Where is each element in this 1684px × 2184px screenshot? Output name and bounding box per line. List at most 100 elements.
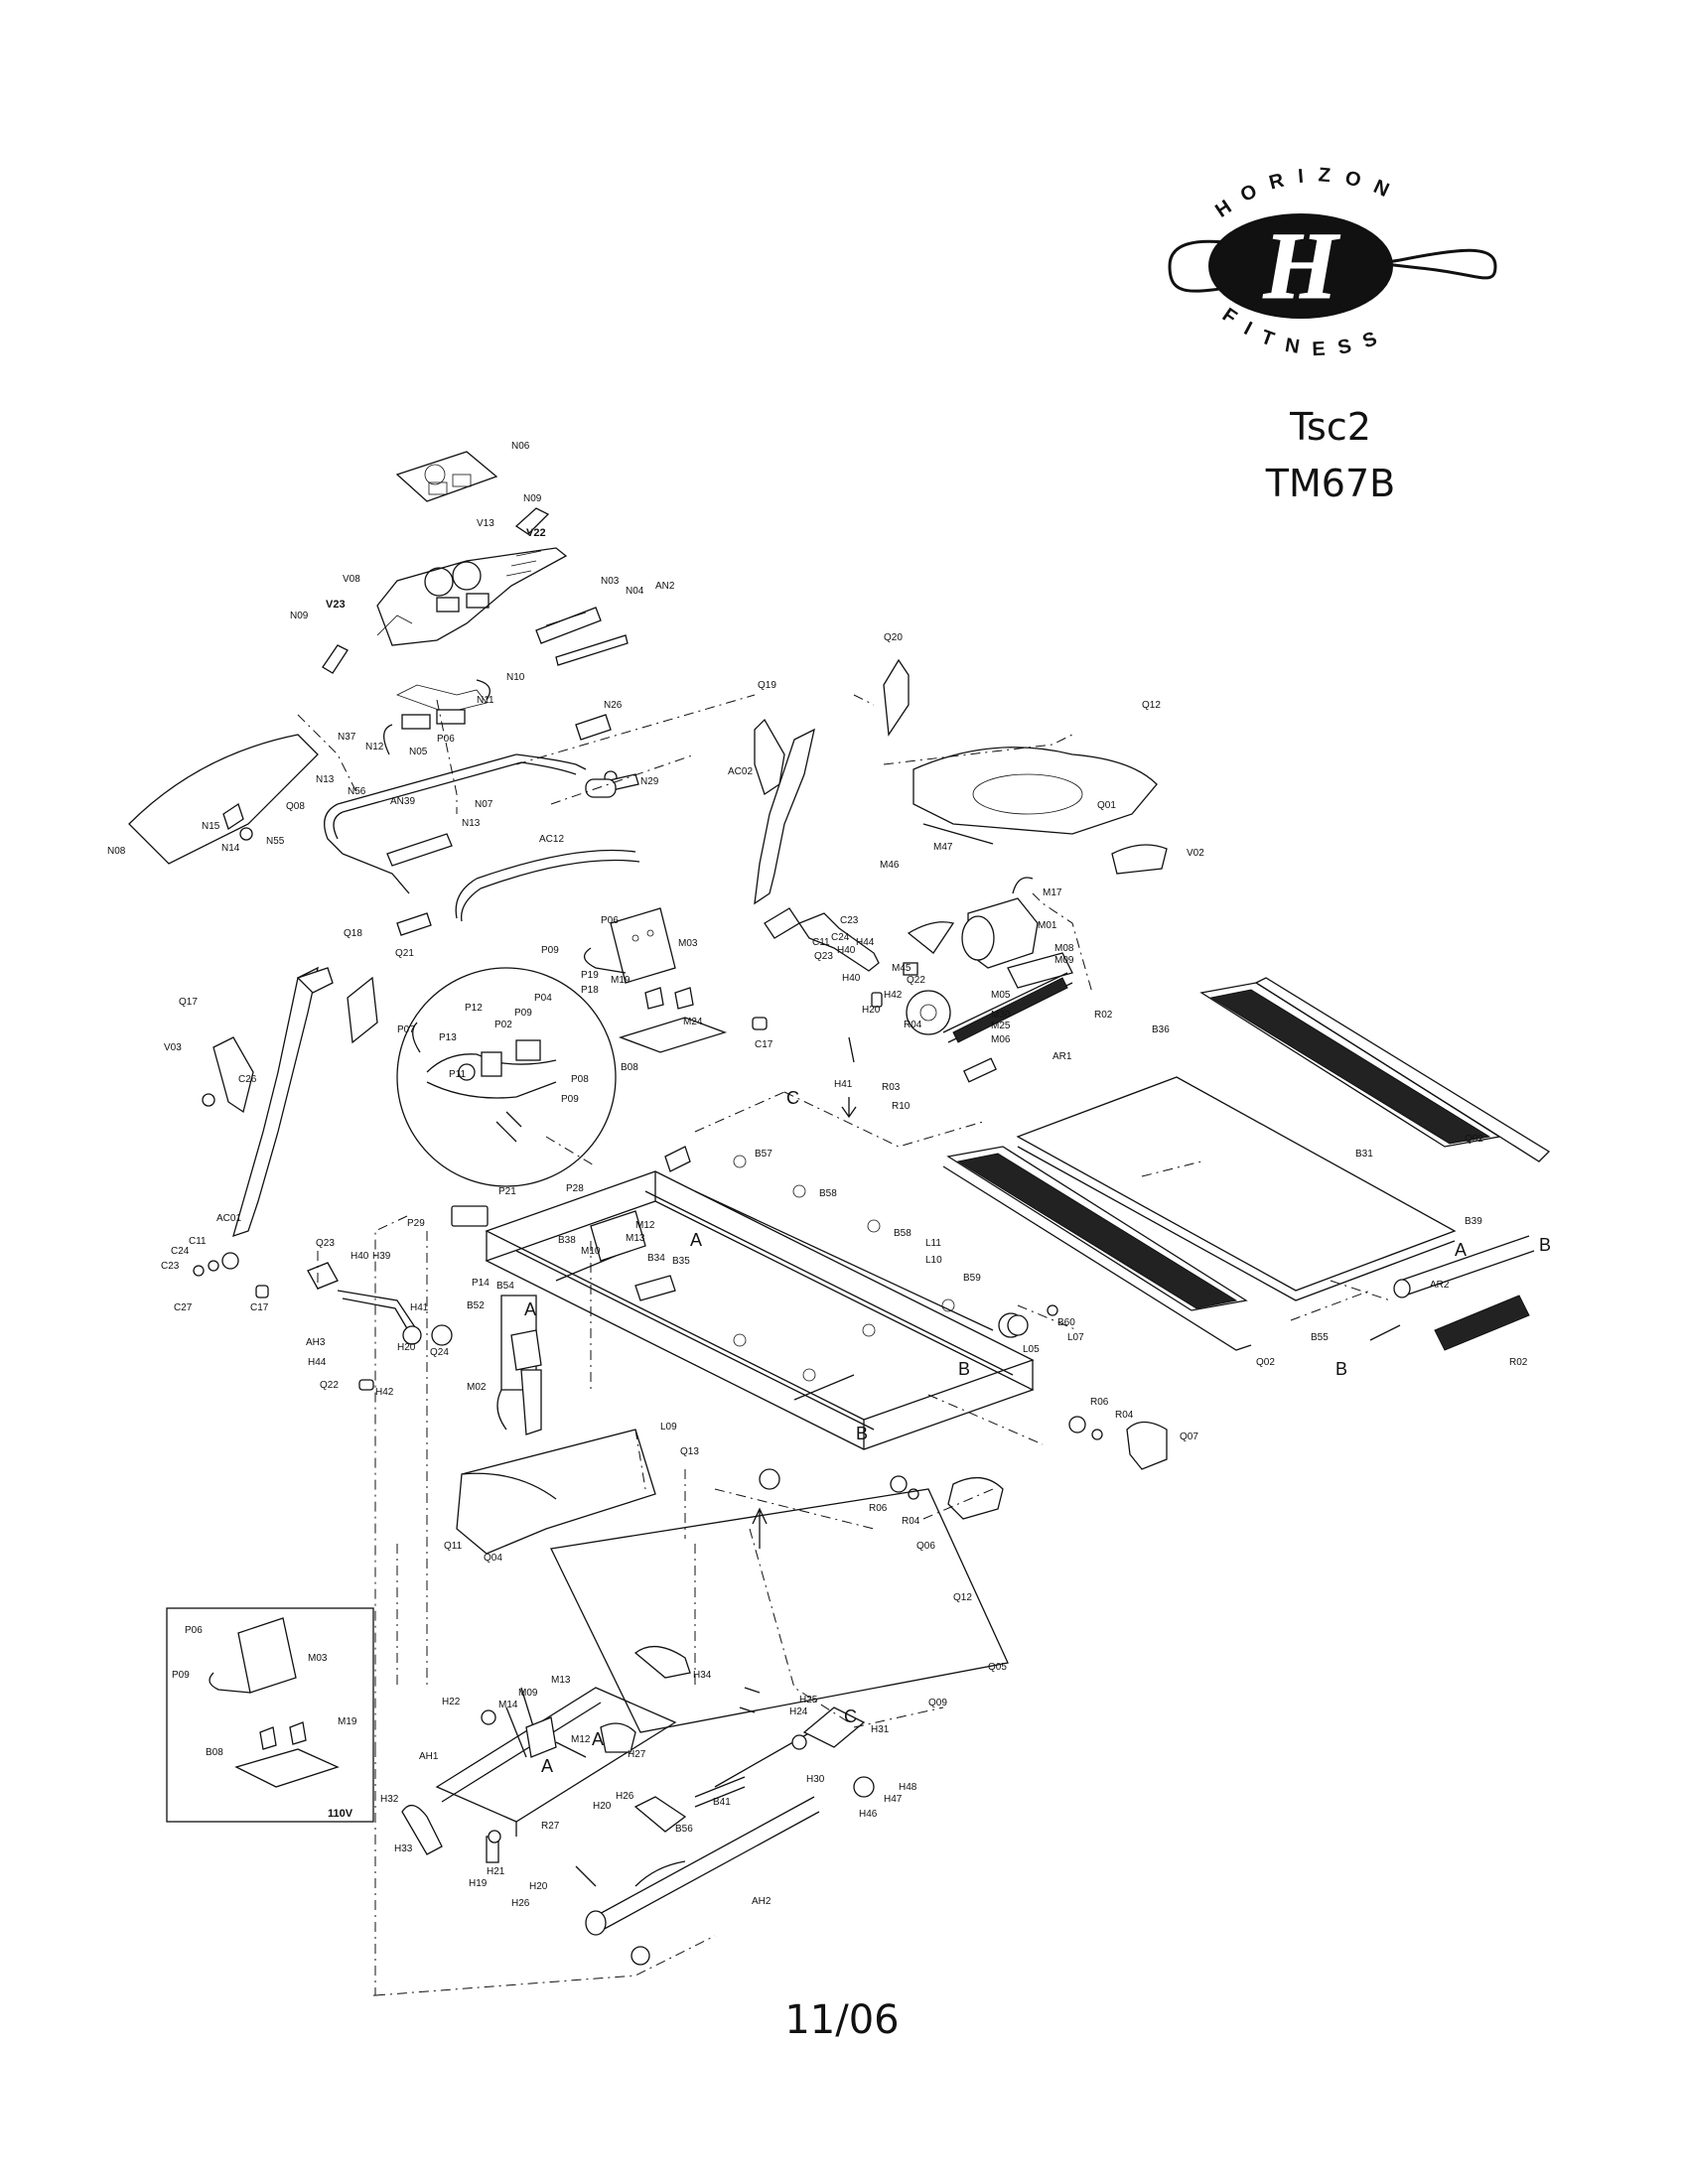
label-B60: B60: [1057, 1317, 1075, 1328]
label-M03: M03: [678, 938, 698, 949]
label-AR2: AR2: [1430, 1280, 1450, 1291]
label-H26-bottom: H26: [511, 1898, 530, 1909]
label-Q22-upper: Q22: [907, 975, 925, 986]
inset-110v: 110V: [166, 1607, 374, 1823]
label-C23-lower: C23: [161, 1261, 180, 1272]
revision-date: 11/06: [784, 1997, 900, 2043]
label-M12: M12: [635, 1220, 655, 1231]
label-B39: B39: [1465, 1216, 1482, 1227]
label-H44-upper: H44: [856, 937, 875, 948]
label-M30: M30: [991, 1010, 1011, 1021]
label-L11: L11: [925, 1238, 941, 1249]
label-V13: V13: [477, 518, 494, 529]
label-B36: B36: [1152, 1024, 1170, 1035]
label-P13: P13: [439, 1032, 457, 1043]
label-C17-lower: C17: [250, 1302, 269, 1313]
label-Q09: Q09: [928, 1698, 947, 1708]
label-P02: P02: [494, 1020, 512, 1030]
logo-mark: H: [1263, 212, 1341, 319]
label-P09-detail-b: P09: [561, 1094, 579, 1105]
label-H30: H30: [806, 1774, 825, 1785]
label-Q01: Q01: [1097, 800, 1116, 811]
label-M46: M46: [880, 860, 900, 871]
label-L10: L10: [925, 1255, 942, 1266]
label-B35: B35: [672, 1256, 690, 1267]
label-H20-upper: H20: [862, 1005, 881, 1016]
callout-B: B: [1539, 1235, 1551, 1255]
label-B31: B31: [1355, 1149, 1373, 1160]
label-Q12-lower: Q12: [953, 1592, 972, 1603]
label-H24: H24: [789, 1706, 808, 1717]
label-Q23-upper: Q23: [814, 951, 833, 962]
label-C17-upper: C17: [755, 1039, 773, 1050]
label-Q02-right: Q02: [1465, 1134, 1483, 1145]
label-M14: M14: [498, 1700, 518, 1710]
callout-A: A: [592, 1729, 604, 1749]
label-H34: H34: [693, 1670, 712, 1681]
label-H41-upper: H41: [834, 1079, 853, 1090]
label-B52: B52: [467, 1300, 485, 1311]
label-M24: M24: [683, 1017, 703, 1027]
label-Q05: Q05: [988, 1662, 1007, 1673]
label-Q04: Q04: [484, 1553, 502, 1564]
label-M13: M13: [626, 1233, 645, 1244]
label-R04-right: R04: [1115, 1410, 1134, 1421]
label-R03: R03: [882, 1082, 901, 1093]
label-AC01: AC01: [216, 1213, 241, 1224]
label-H20-base: H20: [593, 1801, 612, 1812]
label-P09-ctrl: P09: [541, 945, 559, 956]
label-V03: V03: [164, 1042, 182, 1053]
leader-lines: [297, 694, 1391, 1996]
label-H48: H48: [899, 1782, 917, 1793]
left-upright: [193, 966, 453, 1391]
label-N29: N29: [640, 776, 659, 787]
label-AR1: AR1: [1052, 1051, 1072, 1062]
label-P29: P29: [407, 1218, 425, 1229]
model-number: TM67B: [1265, 462, 1396, 505]
label-M25: M25: [991, 1021, 1011, 1031]
base-frame: [401, 1646, 875, 1966]
label-V02: V02: [1187, 848, 1204, 859]
running-deck: [890, 977, 1551, 1520]
label-Q23-lower: Q23: [316, 1238, 335, 1249]
label-M09: M09: [1054, 955, 1074, 966]
label-N11: N11: [477, 695, 494, 706]
label-C26: C26: [238, 1074, 257, 1085]
label-H21: H21: [487, 1866, 505, 1877]
label-N13-b: N13: [462, 818, 481, 829]
label-AN2: AN2: [655, 581, 675, 592]
label-AH3: AH3: [306, 1337, 326, 1348]
callout-B: B: [958, 1359, 970, 1379]
label-M45: M45: [892, 963, 912, 974]
label-P06-upper: P06: [437, 734, 455, 745]
horizon-fitness-logo: H HORIZON FITNESS: [1168, 164, 1497, 360]
label-Q24: Q24: [430, 1347, 449, 1358]
label-R04-lower: R04: [902, 1516, 920, 1527]
label-M47: M47: [933, 842, 953, 853]
label-B56: B56: [675, 1824, 693, 1835]
label-P06-inset: P06: [185, 1625, 203, 1636]
label-AN39: AN39: [390, 796, 415, 807]
label-N13: N13: [316, 774, 335, 785]
label-B08: B08: [621, 1062, 638, 1073]
label-M05: M05: [991, 990, 1011, 1001]
label-N09-left: N09: [290, 611, 309, 621]
label-V08: V08: [343, 574, 360, 585]
label-N37: N37: [338, 732, 356, 743]
label-B54: B54: [496, 1281, 514, 1292]
label-H32: H32: [380, 1794, 399, 1805]
label-M12-lower: M12: [571, 1734, 591, 1745]
label-H25: H25: [799, 1695, 818, 1706]
label-R27: R27: [541, 1821, 560, 1832]
callout-A: A: [524, 1299, 536, 1319]
label-H42-upper: H42: [884, 990, 903, 1001]
label-C27: C27: [174, 1302, 193, 1313]
console-assembly: [128, 451, 640, 936]
label-H41-lower: H41: [410, 1302, 429, 1313]
label-P19: P19: [581, 970, 599, 981]
inset-voltage-label: 110V: [328, 1808, 353, 1820]
label-R06-right: R06: [1090, 1397, 1109, 1408]
label-Q07: Q07: [1180, 1432, 1198, 1442]
label-N15: N15: [202, 821, 220, 832]
label-B55: B55: [1311, 1332, 1329, 1343]
